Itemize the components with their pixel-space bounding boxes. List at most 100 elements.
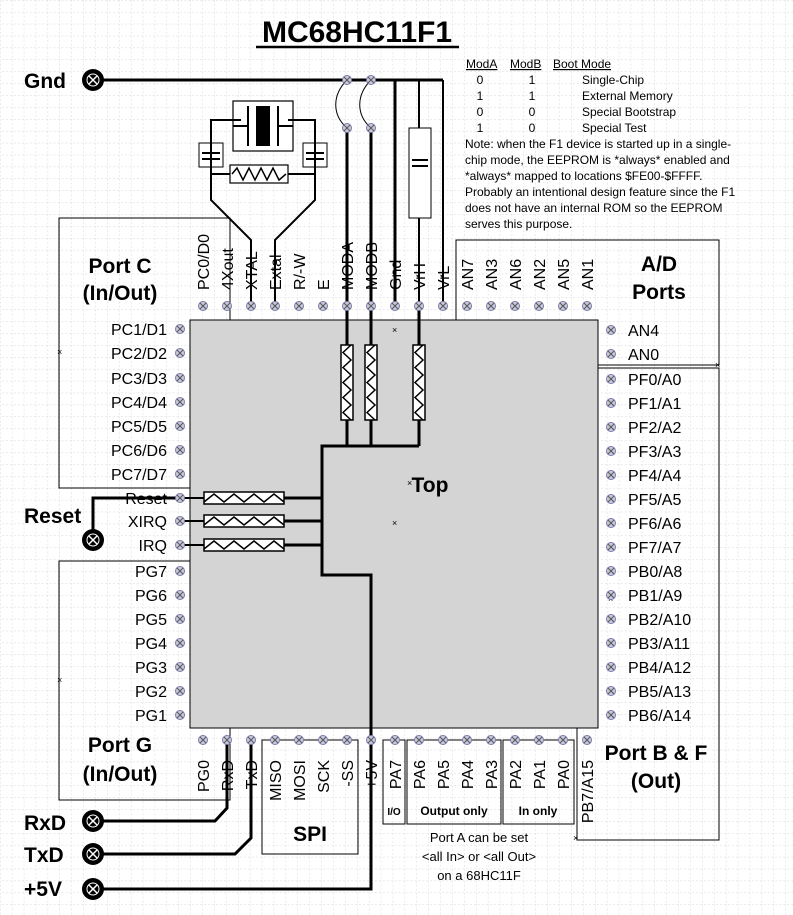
pin-label-pc7-d7: PC7/D7	[111, 467, 167, 484]
pin-label-pa7: PA7	[388, 760, 405, 789]
pin-label-pb1-a9: PB1/A9	[628, 588, 682, 605]
pin-label-modb: MODB	[364, 242, 381, 290]
pin-dot-pc4-d4-x2	[176, 398, 184, 406]
pin-dot-top-e-5-x2	[319, 302, 327, 310]
pin-dot-top-moda-6-x2	[343, 302, 351, 310]
wire-layer	[91, 78, 444, 891]
pin-dot-bot-ss-6-x2	[343, 736, 351, 744]
reset-terminal-ring	[86, 533, 100, 547]
pin-label-pa3: PA3	[484, 760, 501, 789]
pin-label-an7: AN7	[460, 259, 477, 290]
pin-label-an4: AN4	[628, 323, 659, 340]
txd-terminal-x2	[88, 849, 98, 859]
pin-dot-bot-5v-7	[366, 735, 376, 745]
pin-dot-irq-x2	[176, 541, 184, 549]
pin-dot-bot-pa3-12	[486, 735, 496, 745]
mode-row-1-boot: Single-Chip	[582, 73, 644, 87]
pin-dot-pg1-x2	[176, 711, 184, 719]
pin-dot-bot-pa5-10-x2	[439, 736, 447, 744]
pin-dot-pg7	[175, 566, 185, 576]
mode-row-3-modb: 0	[529, 105, 536, 119]
pin-label-pa0: PA0	[556, 760, 573, 789]
pin-dot-bot-pa4-11	[462, 735, 472, 745]
pin-label-pf1-a1: PF1/A1	[628, 396, 681, 413]
pin-dot-pf7-a7-x2	[607, 543, 615, 551]
vrh-filter-zig	[413, 344, 425, 421]
pin-label-pg0: PG0	[196, 760, 213, 792]
plus5v-rail-label: +5V	[24, 878, 62, 901]
mode-row-2-moda: 1	[477, 89, 484, 103]
pin-label-pa1: PA1	[532, 760, 549, 789]
pin-dot-top-vrh-9-x2	[415, 302, 423, 310]
pin-label-e: E	[316, 279, 333, 290]
ctl-resistor-1	[203, 514, 285, 528]
moda-jumper-bottom	[342, 123, 352, 133]
vertex-marker-0: ×	[57, 347, 62, 357]
pin-label-pg6: PG6	[135, 588, 167, 605]
pin-dot-bot-pa2-13	[510, 735, 520, 745]
pin-dot-pf6-a6	[606, 518, 616, 528]
pin-dot-pg6	[175, 590, 185, 600]
pin-label-4xout: 4Xout	[220, 248, 237, 290]
pin-dot-pc1-d1	[175, 324, 185, 334]
pin-dot-top-an6-13	[510, 301, 520, 311]
pin-dot-pb6-a14-x2	[607, 711, 615, 719]
plus5v-rail-wire	[93, 740, 373, 891]
pin-dot-bot-pa1-14-x2	[535, 736, 543, 744]
mode-note-line-3: *always* mapped to locations $FE00-$FFFF…	[465, 169, 702, 183]
vertex-marker-3: ×	[407, 478, 412, 488]
mode-note-line-5: does not have an internal ROM so the EEP…	[465, 201, 722, 215]
port-bf-title-1: Port B & F	[605, 742, 708, 765]
pa-output-only-box	[406, 739, 502, 825]
pin-label-pc2-d2: PC2/D2	[111, 346, 167, 363]
pa-in-only-label: In only	[519, 804, 558, 818]
pin-label-pg4: PG4	[135, 636, 167, 653]
reset-wire	[91, 496, 180, 540]
crystal-resistor-zig	[231, 166, 287, 182]
reset-terminal-x2	[88, 535, 98, 545]
pin-label-xirq: XIRQ	[128, 514, 167, 531]
pin-label-pb5-a13: PB5/A13	[628, 684, 691, 701]
pin-dot-bot-txd-2-x2	[247, 736, 255, 744]
pin-label-miso: MISO	[268, 760, 285, 801]
pin-dot-pg6-x2	[176, 591, 184, 599]
mode-row-1-modb: 1	[529, 73, 536, 87]
pin-label-an2: AN2	[532, 259, 549, 290]
pin-dot-irq	[175, 540, 185, 550]
pin-dot-pc7-d7	[175, 469, 185, 479]
port-a-note-3: on a 68HC11F	[437, 868, 521, 883]
pin-dot-top-4xout-1-x2	[223, 302, 231, 310]
pin-dot-pc5-d5-x2	[176, 422, 184, 430]
pin-label-pc1-d1: PC1/D1	[111, 322, 167, 339]
pin-dot-bot-pa4-11-x2	[463, 736, 471, 744]
pin-dot-bot-sck-5-x2	[319, 736, 327, 744]
mode-note-line-4: Probably an intentional design feature s…	[465, 185, 736, 199]
chip-label: Top	[412, 474, 449, 497]
ctl-resistor-2-zig	[203, 540, 285, 550]
gnd-rail-label: Gnd	[24, 70, 66, 93]
pin-dot-reset-x2	[176, 494, 184, 502]
pin-label-pf5-a5: PF5/A5	[628, 492, 681, 509]
pin-dot-pc4-d4	[175, 397, 185, 407]
pin-dot-bot-pa6-9	[414, 735, 424, 745]
pin-label-pb0-a8: PB0/A8	[628, 564, 682, 581]
pin-dot-bot-pa3-12-x2	[487, 736, 495, 744]
mode-row-2-modb: 1	[529, 89, 536, 103]
pin-label-gnd: Gnd	[388, 260, 405, 290]
pin-dot-top-an5-15	[558, 301, 568, 311]
pin-label-an0: AN0	[628, 347, 659, 364]
pin-label-pc4-d4: PC4/D4	[111, 395, 167, 412]
pin-dot-top-xtal-2	[246, 301, 256, 311]
vertex-marker-1: ×	[57, 675, 62, 685]
label-layer: PC1/D1PC2/D2PC3/D3PC4/D4PC5/D5PC6/D6PC7/…	[57, 234, 720, 843]
pin-dot-bot-pa2-13-x2	[511, 736, 519, 744]
mode-table-header-modb: ModB	[510, 57, 541, 71]
port-g-title-1: Port G	[88, 734, 152, 757]
txd-rail-label: TxD	[24, 844, 64, 867]
port-g-title-2: (In/Out)	[83, 763, 158, 786]
vrh-filter	[412, 344, 426, 421]
pin-label-rxd: RxD	[220, 760, 237, 791]
pin-dot-bot-pa0-15	[558, 735, 568, 745]
mode-table-header-bootmode: Boot Mode	[553, 57, 611, 71]
